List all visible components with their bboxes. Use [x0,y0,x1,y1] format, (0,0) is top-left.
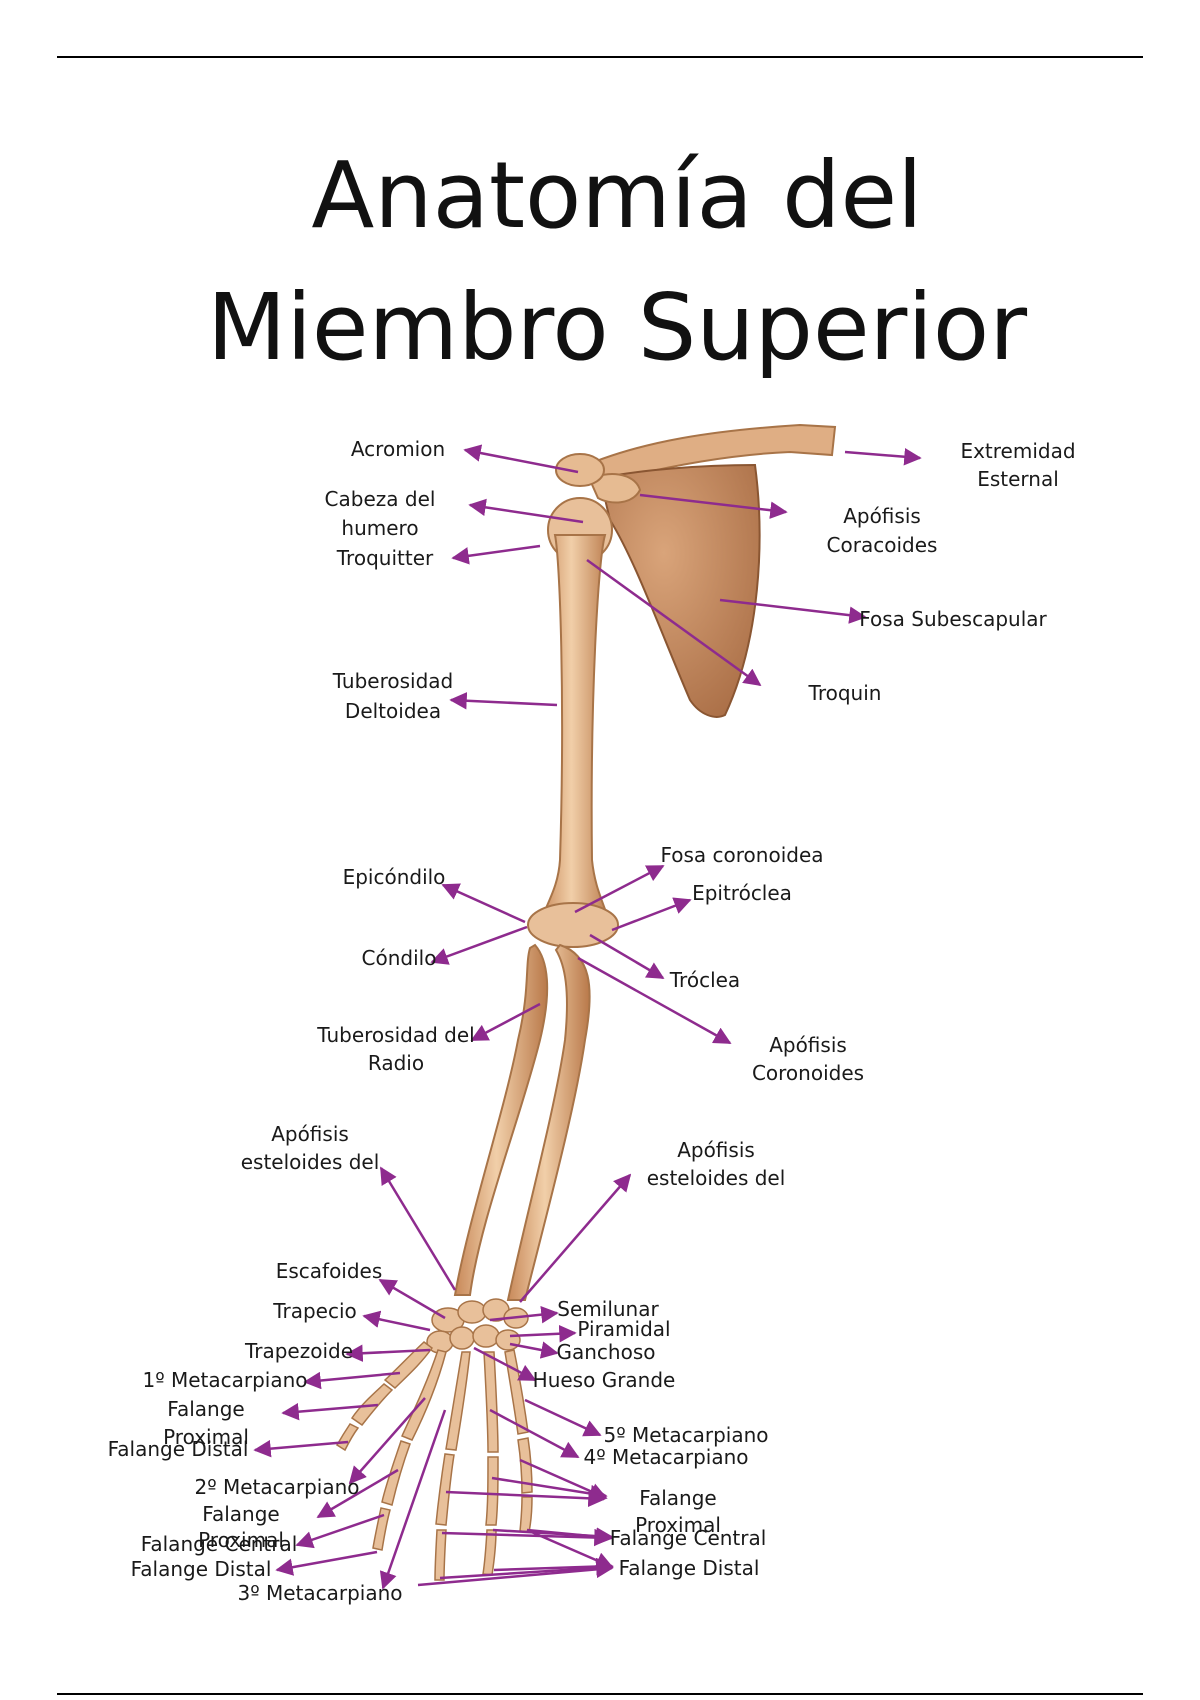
label-metacarpiano-1: 1º Metacarpiano [142,1368,307,1392]
acromion-process [555,453,605,487]
scapula-bone [598,463,761,718]
page-title-line-2: Miembro Superior [206,274,1028,381]
label-falange-distal-1: Falange Distal [108,1437,249,1461]
elbow-condyles [527,902,619,948]
label-extremidad-esternal-1: Extremidad [960,439,1075,463]
label-estiloides-radio-2: esteloides del [241,1150,380,1174]
page-title-line-1: Anatomía del [311,142,923,249]
label-troclea: Tróclea [669,968,740,992]
label-falange-proximal-ra: Falange [639,1486,716,1510]
label-tuberosidad-radio-1: Tuberosidad del [316,1023,474,1047]
label-hueso-grande: Hueso Grande [533,1368,676,1392]
label-apofisis-coronoides-2: Coronoides [752,1061,864,1085]
label-apofisis-coronoides-1: Apófisis [769,1033,847,1057]
label-falange-central-r: Falange Central [610,1526,767,1550]
skeleton-illustration [335,423,837,1581]
label-falange-proximal-2b: Proximal [198,1528,284,1552]
label-tuberosidad-deltoidea-1: Tuberosidad [332,669,454,693]
label-falange-central-2: Falange Central [141,1532,298,1556]
label-cabeza-humero-1: Cabeza del [325,487,436,511]
label-epicondilo: Epicóndilo [343,865,446,889]
coracoid-process [588,473,642,504]
label-apofisis-coracoides-1: Apófisis [843,504,921,528]
label-falange-proximal-1a: Falange [167,1397,244,1421]
label-trapecio: Trapecio [272,1299,357,1323]
label-fosa-subescapular: Fosa Subescapular [859,607,1047,631]
label-extremidad-esternal-2: Esternal [977,467,1059,491]
label-metacarpiano-5: 5º Metacarpiano [603,1423,768,1447]
label-estiloides-radio-1: Apófisis [271,1122,349,1146]
label-falange-distal-r: Falange Distal [619,1556,760,1580]
pointer-arrows [253,444,922,1590]
label-acromion: Acromion [351,437,445,461]
label-metacarpiano-4: 4º Metacarpiano [583,1445,748,1469]
label-troquin: Troquin [808,681,882,705]
label-tuberosidad-radio-2: Radio [368,1051,424,1075]
label-piramidal: Piramidal [577,1317,670,1341]
label-falange-distal-2: Falange Distal [131,1557,272,1581]
label-falange-proximal-2a: Falange [202,1502,279,1526]
label-semilunar: Semilunar [557,1297,659,1321]
humerus-bone [538,534,612,926]
label-metacarpiano-3: 3º Metacarpiano [237,1581,402,1605]
bottom-rule [57,1693,1143,1695]
label-falange-proximal-rb: Proximal [635,1513,721,1537]
label-apofisis-coracoides-2: Coracoides [827,533,938,557]
label-metacarpiano-2: 2º Metacarpiano [194,1475,359,1499]
label-troquitter: Troquitter [336,546,434,570]
label-escafoides: Escafoides [276,1259,383,1283]
label-tuberosidad-deltoidea-2: Deltoidea [345,699,441,723]
ulna-bone [506,943,591,1301]
label-trapezoide: Trapezoide [244,1339,353,1363]
radius-bone [453,943,549,1296]
top-rule [57,56,1143,58]
label-estiloides-cubito-1: Apófisis [677,1138,755,1162]
labels: Acromion Extremidad Esternal Cabeza del … [108,437,1076,1605]
label-cabeza-humero-2: humero [341,516,418,540]
label-ganchoso: Ganchoso [557,1340,656,1364]
label-condilo: Cóndilo [362,946,437,970]
label-estiloides-cubito-2: esteloides del [647,1166,786,1190]
label-epitroclea: Epitróclea [692,881,792,905]
label-fosa-coronoidea: Fosa coronoidea [660,843,823,867]
label-falange-proximal-1b: Proximal [163,1425,249,1449]
